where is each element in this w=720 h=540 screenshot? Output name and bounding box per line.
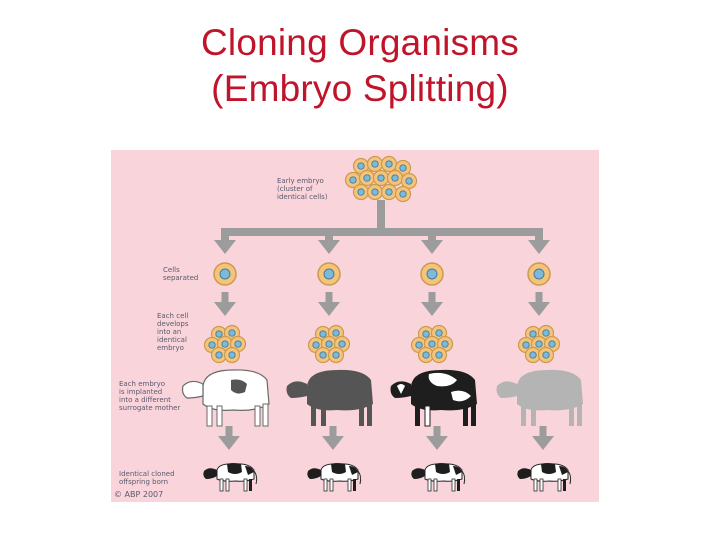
diagram-graphic (181, 155, 583, 492)
slide-title: Cloning Organisms (Embryo Splitting) (0, 20, 720, 112)
developed-embryos (205, 326, 560, 363)
surrogate-cow-white (181, 369, 270, 427)
label-each-embryo-implanted: Each embryo is implanted into a differen… (119, 380, 181, 412)
slide-title-line-2: (Embryo Splitting) (211, 68, 509, 109)
branch-connector (214, 200, 550, 254)
surrogate-cow-light-grey (496, 369, 583, 426)
arrows-to-embryos (214, 292, 550, 316)
label-identical-cloned-offspring: Identical cloned offspring born (119, 470, 175, 486)
label-early-embryo: Early embryo (cluster of identical cells… (277, 177, 328, 201)
separated-cells (213, 262, 551, 286)
arrows-to-offspring (218, 426, 554, 450)
slide-title-line-1: Cloning Organisms (200, 22, 520, 63)
copyright-notice: © ABP 2007 (114, 490, 164, 499)
early-embryo-cluster (344, 155, 418, 203)
embryo-splitting-diagram: Early embryo (cluster of identical cells… (111, 150, 599, 502)
label-cells-separated: Cells separated (163, 266, 199, 282)
surrogate-cow-dark-grey (286, 369, 373, 426)
label-each-cell-develops: Each cell develops into an identical emb… (157, 312, 189, 352)
surrogate-cow-black-white (390, 369, 477, 427)
cloned-offspring (202, 462, 572, 492)
